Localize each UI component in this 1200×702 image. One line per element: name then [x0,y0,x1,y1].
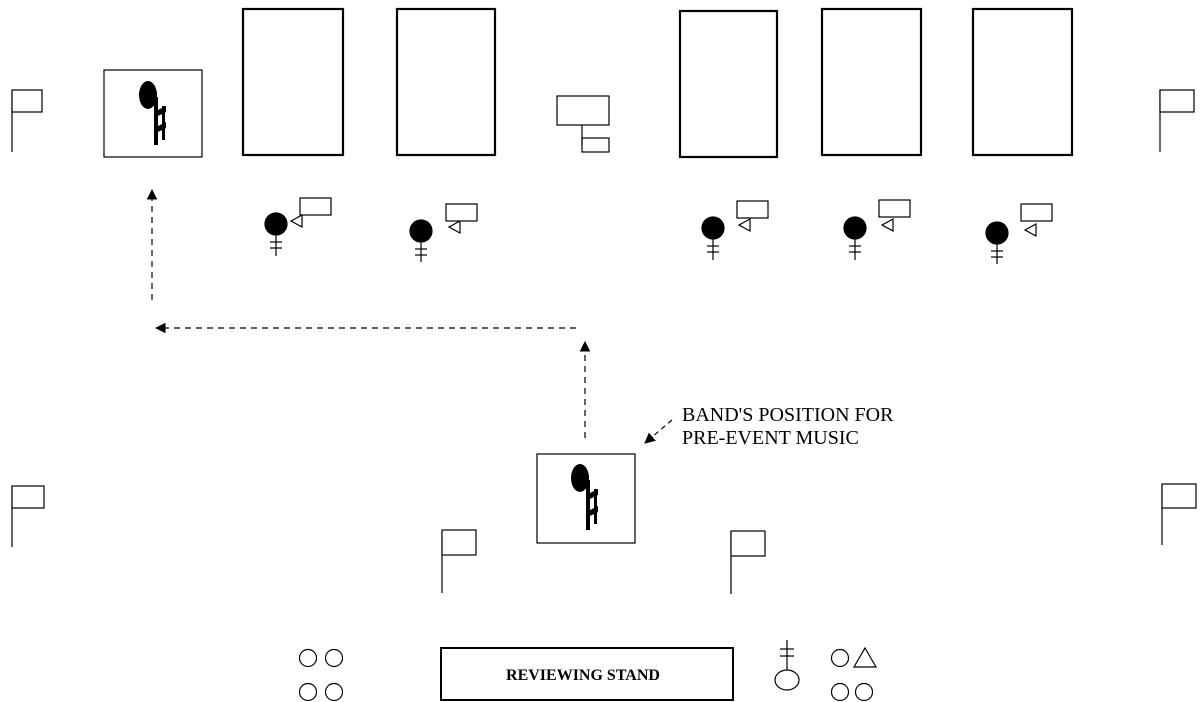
unit-formation-box [820,7,923,157]
unit-formation-box [395,7,497,157]
dignitary-circle-icon [830,682,850,702]
band-movement-path [146,188,591,438]
annotation-line-1: BAND'S POSITION FOR [682,404,894,426]
flag-icon [441,529,477,593]
flag-icon [11,89,43,152]
dignitary-circle-icon [830,648,850,668]
dignitary-circle-icon [298,682,318,702]
flag-icon [730,530,766,594]
band-position-annotation: BAND'S POSITION FOR PRE-EVENT MUSIC [682,404,893,450]
dignitary-group-left [298,648,344,702]
band-music-note-icon [571,464,598,530]
dignitary-circle-icon [298,648,318,668]
unit-formation-box [678,9,779,159]
dignitary-circle-icon [324,682,344,702]
flag-icon [11,485,45,547]
commander-with-guidon-icon [701,200,769,260]
reviewing-stand-label: REVIEWING STAND [506,667,660,684]
unit-formation-box [971,7,1074,157]
band-music-note-icon [139,81,166,145]
flag-icon [1161,483,1197,545]
dignitary-circle-icon [324,648,344,668]
flag-icon [1159,89,1195,152]
commander-with-guidon-icon [843,199,911,260]
unit-formation-box [241,7,345,157]
reviewing-officer-icon [774,640,800,691]
annotation-arrow [644,419,673,444]
reviewing-stand: REVIEWING STAND [440,647,734,701]
dignitary-circle-icon [854,682,874,702]
band-box-final-position [103,69,203,158]
triangle-icon [852,646,878,668]
annotation-line-2: PRE-EVENT MUSIC [682,427,859,449]
commander-with-guidon-icon [264,197,332,256]
dignitary-group-right [830,646,878,702]
commander-with-guidon-icon [985,203,1053,264]
band-box-pre-event-position [536,453,636,544]
commander-with-guidon-icon [409,203,478,262]
staff-symbol [556,95,610,153]
